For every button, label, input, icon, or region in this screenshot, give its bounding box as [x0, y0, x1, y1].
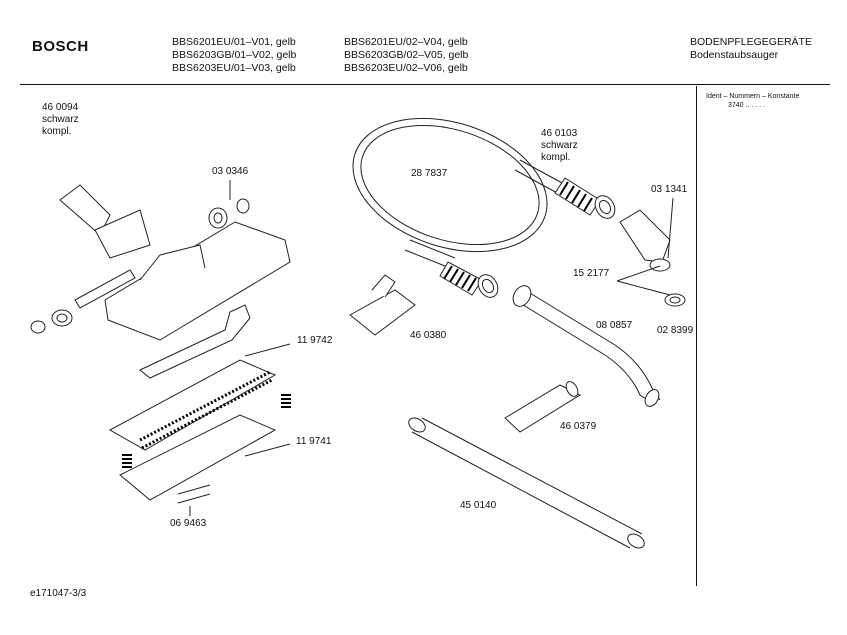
- model-line: BBS6201EU/01–V01, gelb: [172, 36, 296, 48]
- part-label: 46 0103 schwarz kompl.: [541, 128, 578, 163]
- header-divider: [20, 84, 830, 85]
- part-label: 46 0379: [560, 421, 597, 432]
- model-line: BBS6203GB/02–V05, gelb: [344, 49, 469, 61]
- category-subtitle: Bodenstaubsauger: [690, 49, 779, 61]
- springs: [122, 394, 291, 468]
- part-label: 03 0346: [212, 166, 249, 177]
- category-title: BODENPFLEGEGERÄTE: [690, 36, 812, 48]
- hose-end-lower: [439, 261, 499, 298]
- model-list-2: BBS6201EU/02–V04, gelb BBS6203GB/02–V05,…: [344, 36, 468, 75]
- hose-illustration: [352, 117, 576, 269]
- ident-value: 3740 .. . . . .: [728, 102, 765, 109]
- document-id: e171047-3/3: [30, 588, 87, 599]
- part-label: 11 9742: [297, 335, 333, 346]
- rollers: [208, 198, 250, 229]
- seal-strips: [177, 484, 211, 504]
- part-label: 08 0857: [596, 320, 633, 331]
- part-label: 11 9741: [296, 436, 332, 447]
- hose-end-upper: [554, 177, 616, 219]
- leader-lines: [189, 180, 674, 516]
- ident-title: Ident – Nummern – Konstante: [706, 93, 800, 100]
- part-label: 15 2177: [573, 268, 610, 279]
- elbow-illustration: [619, 209, 686, 307]
- crevice-tool: [504, 381, 582, 433]
- model-line: BBS6203EU/02–V06, gelb: [344, 62, 468, 74]
- lever-part: [139, 304, 251, 379]
- part-label: 03 1341: [651, 184, 688, 195]
- upholstery-nozzle: [349, 274, 416, 336]
- model-line: BBS6203GB/01–V02, gelb: [172, 49, 297, 61]
- part-label: 06 9463: [170, 518, 207, 529]
- model-line: BBS6201EU/02–V04, gelb: [344, 36, 468, 48]
- brush-plate: [108, 359, 277, 501]
- model-line: BBS6203EU/01–V03, gelb: [172, 62, 296, 74]
- side-divider: [696, 86, 697, 586]
- curved-tube: [512, 285, 661, 407]
- ident-block: Ident – Nummern – Konstante 3740 .. . . …: [706, 92, 799, 110]
- part-label: 46 0380: [410, 330, 447, 341]
- part-label: 02 8399: [657, 325, 694, 336]
- part-label: 45 0140: [460, 500, 497, 511]
- part-label: 46 0094 schwarz kompl.: [42, 102, 79, 137]
- floor-nozzle: [30, 184, 291, 341]
- category-block: BODENPFLEGEGERÄTE Bodenstaubsauger: [690, 36, 812, 62]
- brand-logo: BOSCH: [32, 38, 89, 55]
- straight-tube: [408, 417, 645, 549]
- part-label: 28 7837: [411, 168, 448, 179]
- model-list-1: BBS6201EU/01–V01, gelb BBS6203GB/01–V02,…: [172, 36, 296, 75]
